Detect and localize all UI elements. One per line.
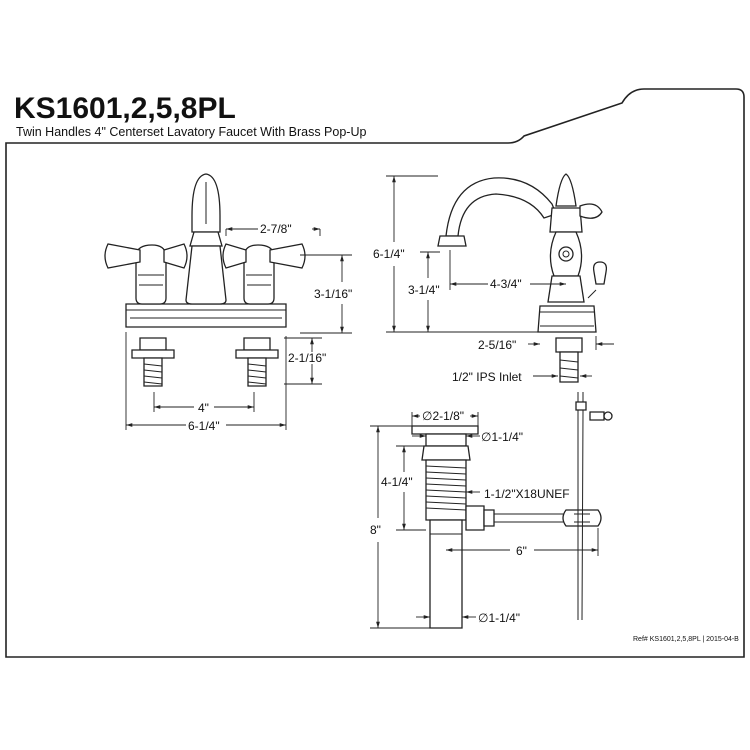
front-view: 2-7/8" 3-1/16" 2-1/16" 4" 6-1/4" [104, 173, 352, 433]
dim-overall-width: 6-1/4" [188, 419, 220, 433]
dim-total-length: 8" [370, 523, 381, 537]
dim-thread: 1-1/2"X18UNEF [484, 487, 570, 501]
drain-body [421, 445, 471, 461]
dim-tail-dia: ∅1-1/4" [478, 611, 520, 625]
dim-center: 4" [198, 401, 209, 415]
side-view: 6-1/4" 3-1/4" 4-3/4" 2-5/16" 1/2" IPS In… [373, 173, 614, 384]
dim-spout-height: 3-1/4" [408, 283, 440, 297]
front-spout [185, 173, 227, 305]
dim-drain-body-height: 4-1/4" [381, 475, 413, 489]
dim-rod-reach: 6" [516, 544, 527, 558]
page-subtitle: Twin Handles 4" Centerset Lavatory Fauce… [16, 125, 366, 139]
dim-spout-offset: 2-7/8" [260, 222, 292, 236]
side-spout [445, 177, 557, 237]
drain-tailpiece [429, 519, 463, 629]
right-shank [235, 337, 279, 387]
dim-drain-dia-top: ∅1-1/4" [481, 430, 523, 444]
dim-base-offset: 2-5/16" [478, 338, 516, 352]
popup-view: ∅2-1/8" ∅1-1/4" 4-1/4" 1-1/2"X18UNEF 8" … [370, 392, 613, 629]
dim-body-height: 3-1/16" [314, 287, 352, 301]
dim-spout-reach: 4-3/4" [490, 277, 522, 291]
page-title: KS1601,2,5,8PL [14, 92, 236, 125]
deck-plate [125, 303, 287, 328]
popup-flange [411, 425, 479, 435]
left-handle [104, 243, 188, 305]
left-shank [131, 337, 175, 387]
inlet-label: 1/2" IPS Inlet [452, 370, 522, 384]
right-handle [222, 243, 306, 305]
reference-number: Ref# KS1601,2,5,8PL | 2015-04-B [633, 636, 739, 643]
dim-shank-length: 2-1/16" [288, 351, 326, 365]
dim-flange-dia: ∅2-1/8" [422, 409, 464, 423]
dim-overall-height: 6-1/4" [373, 247, 405, 261]
drawing-border [5, 88, 745, 658]
